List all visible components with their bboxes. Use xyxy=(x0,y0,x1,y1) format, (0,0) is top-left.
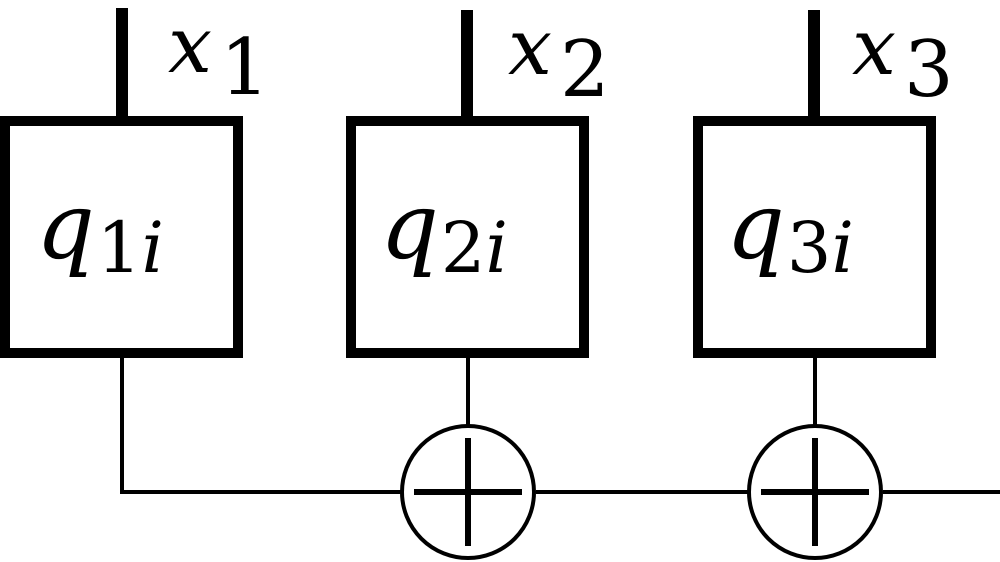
block-label-2: q2i xyxy=(380,173,508,289)
block-label-1: q1i xyxy=(36,173,164,289)
output-wire-1 xyxy=(120,358,402,494)
adder-2 xyxy=(747,424,883,560)
quantizer-block-3 xyxy=(693,116,936,358)
block-label-3: q3i xyxy=(726,173,854,289)
quantizer-block-1 xyxy=(0,116,243,358)
adder-1 xyxy=(400,424,536,560)
quantizer-block-2 xyxy=(346,116,589,358)
